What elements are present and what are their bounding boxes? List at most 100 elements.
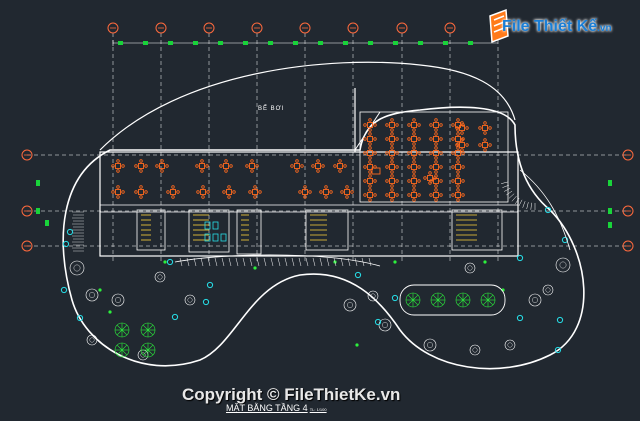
chair bbox=[245, 164, 249, 168]
chair bbox=[338, 169, 342, 173]
shrub bbox=[114, 342, 130, 358]
dining-table bbox=[134, 185, 148, 199]
table-top bbox=[433, 122, 439, 128]
restaurant-area bbox=[359, 111, 509, 203]
chair bbox=[206, 190, 210, 194]
dining-table bbox=[455, 138, 469, 152]
outer-roof-curve bbox=[99, 61, 516, 151]
table-top bbox=[389, 122, 395, 128]
chair bbox=[412, 188, 416, 192]
chair bbox=[368, 174, 372, 178]
tree bbox=[184, 294, 196, 306]
chair bbox=[201, 195, 205, 199]
dimension-mark bbox=[168, 41, 173, 45]
chair bbox=[111, 164, 115, 168]
chair bbox=[363, 193, 367, 197]
chair bbox=[368, 146, 372, 150]
table-top bbox=[389, 164, 395, 170]
chair bbox=[417, 179, 421, 183]
chair bbox=[363, 137, 367, 141]
dining-table bbox=[363, 160, 377, 174]
tree-core bbox=[532, 297, 538, 303]
dining-table bbox=[363, 132, 377, 146]
table-top bbox=[455, 164, 461, 170]
dining-table bbox=[478, 138, 492, 152]
chair bbox=[343, 164, 347, 168]
chair bbox=[390, 174, 394, 178]
chair bbox=[385, 151, 389, 155]
shrub-branch bbox=[457, 299, 464, 306]
shrub-branch bbox=[482, 294, 489, 301]
logo-mark-icon bbox=[489, 8, 509, 44]
chair bbox=[311, 164, 315, 168]
terrace-hatch bbox=[354, 257, 358, 267]
light-fixture bbox=[561, 236, 569, 244]
chair bbox=[298, 190, 302, 194]
chair bbox=[451, 165, 455, 169]
dimension-mark bbox=[368, 41, 373, 45]
chair bbox=[412, 198, 416, 202]
terrace-hatch bbox=[319, 257, 323, 267]
chair bbox=[488, 126, 492, 130]
chair bbox=[451, 179, 455, 183]
sanitary-fixture bbox=[212, 233, 219, 242]
grid-balloon bbox=[21, 149, 33, 161]
table-top bbox=[411, 164, 417, 170]
tree bbox=[504, 339, 516, 351]
chair bbox=[407, 193, 411, 197]
chair bbox=[195, 164, 199, 168]
light-fixture bbox=[62, 240, 70, 248]
chair bbox=[390, 188, 394, 192]
chair bbox=[455, 126, 459, 130]
chair bbox=[407, 137, 411, 141]
dining-table bbox=[245, 159, 259, 173]
tree bbox=[469, 344, 481, 356]
tree-core bbox=[347, 302, 353, 308]
chair bbox=[227, 195, 231, 199]
chair bbox=[456, 170, 460, 174]
table-top bbox=[389, 178, 395, 184]
ramp-hatch bbox=[511, 195, 517, 202]
table-top bbox=[115, 189, 121, 195]
ramp-hatch bbox=[522, 201, 526, 208]
terrace-hatch bbox=[305, 257, 309, 267]
sheet-title-text: MẶT BẰNG TẦNG 4 bbox=[226, 403, 308, 413]
dining-table bbox=[407, 132, 421, 146]
chair bbox=[368, 188, 372, 192]
tree-core bbox=[427, 342, 433, 348]
light-fixture bbox=[60, 286, 68, 294]
logo-main: File Thiết Kế bbox=[502, 18, 598, 35]
terrace-hatch bbox=[298, 257, 302, 267]
dining-table bbox=[451, 188, 465, 202]
terrace-hatch bbox=[277, 257, 281, 267]
chair bbox=[434, 160, 438, 164]
chair bbox=[303, 195, 307, 199]
chair bbox=[290, 164, 294, 168]
shrub bbox=[405, 292, 421, 308]
chair bbox=[407, 165, 411, 169]
table-top bbox=[367, 192, 373, 198]
chair bbox=[316, 169, 320, 173]
dining-table bbox=[196, 185, 210, 199]
dining-table bbox=[429, 174, 443, 188]
dimension-mark bbox=[418, 41, 423, 45]
chair bbox=[461, 179, 465, 183]
grid-balloons bbox=[21, 22, 634, 252]
table-top bbox=[294, 163, 300, 169]
site-logo[interactable]: File Thiết Kế.vn bbox=[484, 4, 634, 50]
dining-table bbox=[407, 160, 421, 174]
tree bbox=[69, 260, 85, 276]
chair bbox=[428, 171, 432, 175]
chair bbox=[255, 164, 259, 168]
terrace-hatch bbox=[228, 257, 232, 267]
dimension-mark bbox=[45, 220, 49, 226]
chair bbox=[483, 148, 487, 152]
chair bbox=[363, 179, 367, 183]
chair bbox=[232, 190, 236, 194]
chair bbox=[368, 118, 372, 122]
dimension-marks bbox=[36, 41, 612, 228]
dining-table bbox=[385, 160, 399, 174]
chair bbox=[253, 195, 257, 199]
tree-core bbox=[545, 287, 551, 293]
chair bbox=[439, 151, 443, 155]
